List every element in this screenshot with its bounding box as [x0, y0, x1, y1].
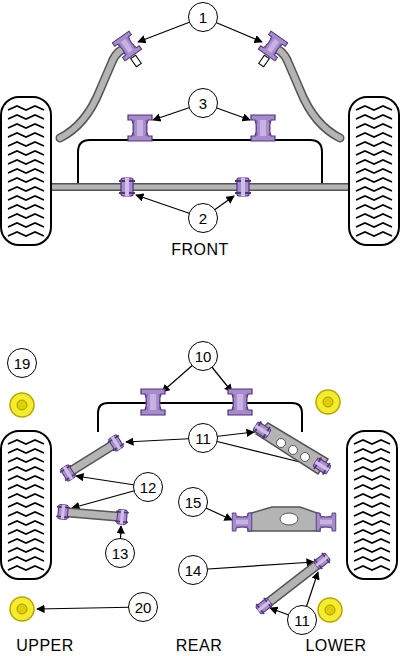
- callout-circle: 15: [178, 487, 208, 517]
- bump-stop: [10, 393, 34, 417]
- rear-left-tyre: [1, 431, 51, 579]
- bush: [107, 434, 125, 453]
- bush: [232, 513, 252, 531]
- section-label: FRONT: [171, 241, 229, 259]
- callout-number: 13: [112, 545, 129, 562]
- callout-circle: 1: [188, 2, 218, 32]
- callout-number: 12: [140, 479, 157, 496]
- callout-number: 19: [14, 355, 31, 372]
- callout-circle: 20: [128, 592, 158, 622]
- callout-circle: 10: [188, 341, 218, 371]
- bush: [56, 504, 70, 519]
- plate-hole: [277, 439, 286, 448]
- leader-line: [193, 562, 314, 570]
- bush: [128, 115, 152, 141]
- front-right-tyre: [349, 97, 399, 245]
- callout-circle: 3: [188, 88, 218, 118]
- callout-number: 10: [195, 348, 212, 365]
- track-rod: [52, 185, 348, 190]
- arm-outline: [63, 512, 122, 517]
- plate-hole: [289, 446, 298, 455]
- anti-roll-bar-outline: [270, 47, 340, 138]
- callout-number: 1: [199, 9, 207, 26]
- callout-circle: 14: [178, 555, 208, 585]
- anti-roll-bar: [270, 47, 340, 138]
- arm-outline: [68, 443, 116, 473]
- rear-right-tyre: [347, 431, 397, 579]
- section-label: UPPER: [16, 637, 74, 655]
- upper-arm: [68, 443, 116, 473]
- callout-circle: 11: [287, 605, 317, 635]
- bush: [254, 597, 273, 616]
- callout-circle: 19: [7, 348, 37, 378]
- bush: [59, 464, 77, 483]
- bush: [251, 115, 275, 141]
- plate-hole: [280, 513, 298, 525]
- callout-number: 11: [294, 612, 310, 629]
- bush-stud: [259, 55, 270, 67]
- arm-outline: [264, 561, 322, 606]
- bush: [252, 420, 272, 440]
- anti-roll-bar-outline: [60, 47, 130, 138]
- callout-circle: 13: [105, 538, 135, 568]
- section-label: LOWER: [305, 637, 366, 655]
- bush: [141, 389, 165, 415]
- bush: [115, 509, 129, 524]
- bush: [112, 31, 141, 61]
- bump-stop: [318, 598, 342, 622]
- callout-circle: 12: [133, 472, 163, 502]
- plate-hole: [301, 453, 310, 462]
- anti-roll-bar: [60, 47, 130, 138]
- bump-stop: [10, 597, 34, 621]
- subframe: [78, 140, 322, 185]
- callout-number: 3: [199, 95, 207, 112]
- callout-number: 14: [185, 562, 202, 579]
- track-rod-outline: [52, 183, 348, 191]
- bush: [316, 513, 336, 531]
- bush-stud: [131, 55, 142, 67]
- callout-circle: 11: [188, 423, 218, 453]
- bump-stop: [316, 390, 340, 414]
- callout-number: 11: [195, 430, 211, 447]
- bush: [119, 178, 135, 196]
- bush: [228, 389, 252, 415]
- callout-number: 2: [199, 210, 207, 227]
- rear-mount-plate: [248, 507, 320, 531]
- section-label: REAR: [176, 637, 222, 655]
- lower-arm: [63, 512, 122, 517]
- bush: [312, 456, 332, 476]
- front-left-tyre: [1, 97, 51, 245]
- bush: [235, 178, 251, 196]
- callout-circle: 2: [188, 203, 218, 233]
- lower-arm: [264, 561, 322, 606]
- callout-number: 15: [185, 494, 202, 511]
- bush: [258, 31, 287, 61]
- bush: [312, 552, 331, 571]
- callout-number: 20: [135, 599, 152, 616]
